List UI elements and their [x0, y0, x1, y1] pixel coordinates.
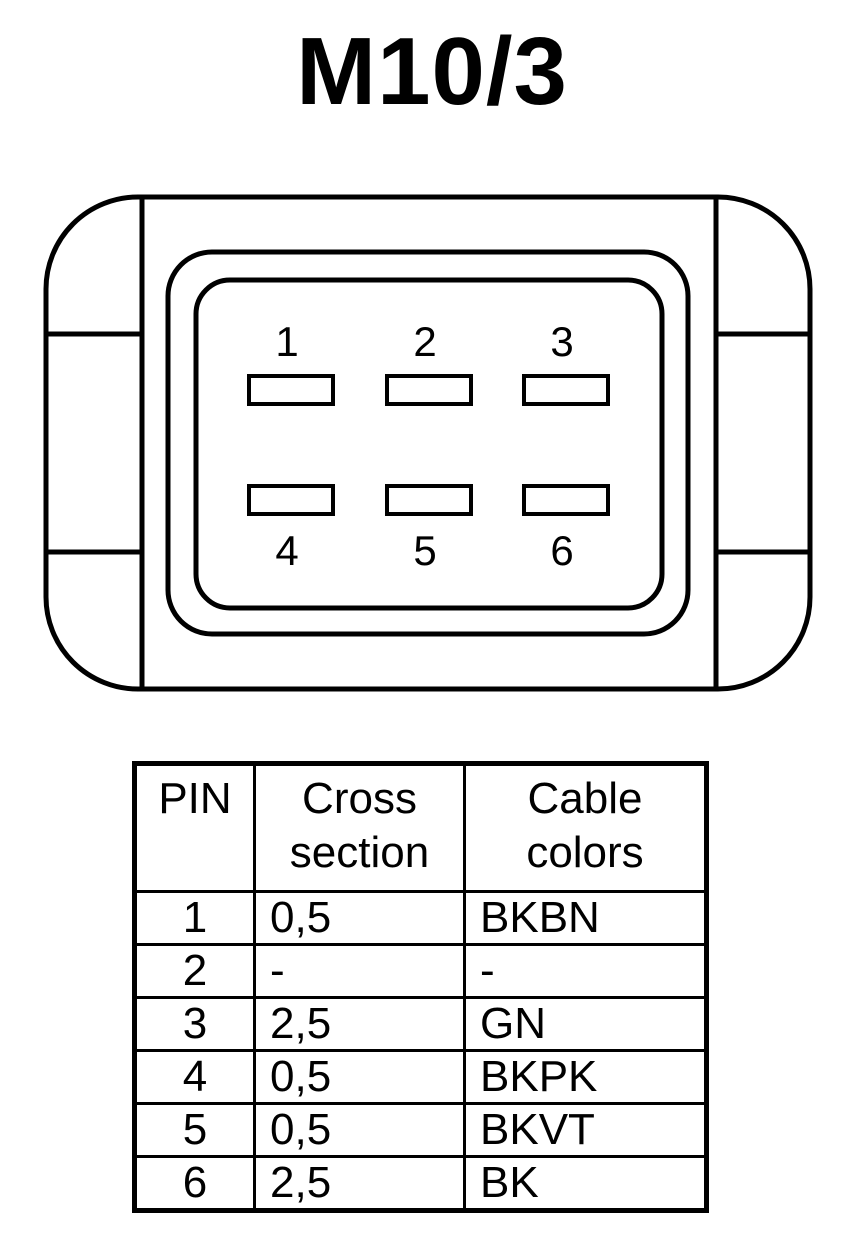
pin-label-6: 6	[550, 527, 573, 574]
pin-slot-5	[385, 484, 473, 516]
cell-cable-color: BKBN	[463, 890, 708, 946]
cell-cross-section: -	[253, 943, 466, 999]
pin-slot-4	[247, 484, 335, 516]
cell-cable-color: GN	[463, 996, 708, 1052]
cell-pin: 3	[133, 996, 256, 1052]
pin-label-1: 1	[275, 318, 298, 365]
cell-cross-section: 0,5	[253, 1049, 466, 1105]
pin-label-2: 2	[413, 318, 436, 365]
table-row: 6 2,5 BK	[133, 1155, 708, 1212]
table-row: 4 0,5 BKPK	[133, 1049, 708, 1105]
table-row: 5 0,5 BKVT	[133, 1102, 708, 1158]
cell-cross-section: 2,5	[253, 1155, 466, 1212]
table-row: 1 0,5 BKBN	[133, 890, 708, 946]
insert-outer-frame	[165, 249, 691, 637]
pin-label-4: 4	[275, 527, 298, 574]
pin-slot-2	[385, 374, 473, 406]
cell-cross-section: 2,5	[253, 996, 466, 1052]
pin-assignment-table: PIN Cross section Cable colors 1 0,5 BKB…	[132, 761, 709, 1213]
header-cross-line2: section	[289, 828, 430, 877]
pin-label-3: 3	[550, 318, 573, 365]
cell-pin: 6	[133, 1155, 256, 1212]
connector-housing	[43, 194, 813, 692]
pin-label-5: 5	[413, 527, 436, 574]
cell-cable-color: -	[463, 943, 708, 999]
pin-slot-6	[522, 484, 610, 516]
diagram-title: M10/3	[296, 18, 568, 125]
cell-cable-color: BKVT	[463, 1102, 708, 1158]
cell-cross-section: 0,5	[253, 890, 466, 946]
cell-pin: 2	[133, 943, 256, 999]
cell-cable-color: BK	[463, 1155, 708, 1212]
cell-cross-section: 0,5	[253, 1102, 466, 1158]
header-cable-colors: Cable colors	[463, 762, 708, 893]
table-row: 2 - -	[133, 943, 708, 999]
header-pin: PIN	[133, 762, 256, 893]
table-row: 3 2,5 GN	[133, 996, 708, 1052]
header-color-line2: colors	[526, 828, 644, 877]
pin-slot-3	[522, 374, 610, 406]
connector-diagram: 1 2 3 4 5 6	[43, 194, 813, 692]
cell-pin: 1	[133, 890, 256, 946]
cell-pin: 5	[133, 1102, 256, 1158]
table-header-row: PIN Cross section Cable colors	[133, 762, 708, 893]
pin-slot-1	[247, 374, 335, 406]
header-color-line1: Cable	[527, 774, 643, 823]
header-cross-section: Cross section	[253, 762, 466, 893]
insert-inner-frame	[193, 277, 665, 611]
header-cross-line1: Cross	[302, 774, 417, 823]
cell-cable-color: BKPK	[463, 1049, 708, 1105]
cell-pin: 4	[133, 1049, 256, 1105]
